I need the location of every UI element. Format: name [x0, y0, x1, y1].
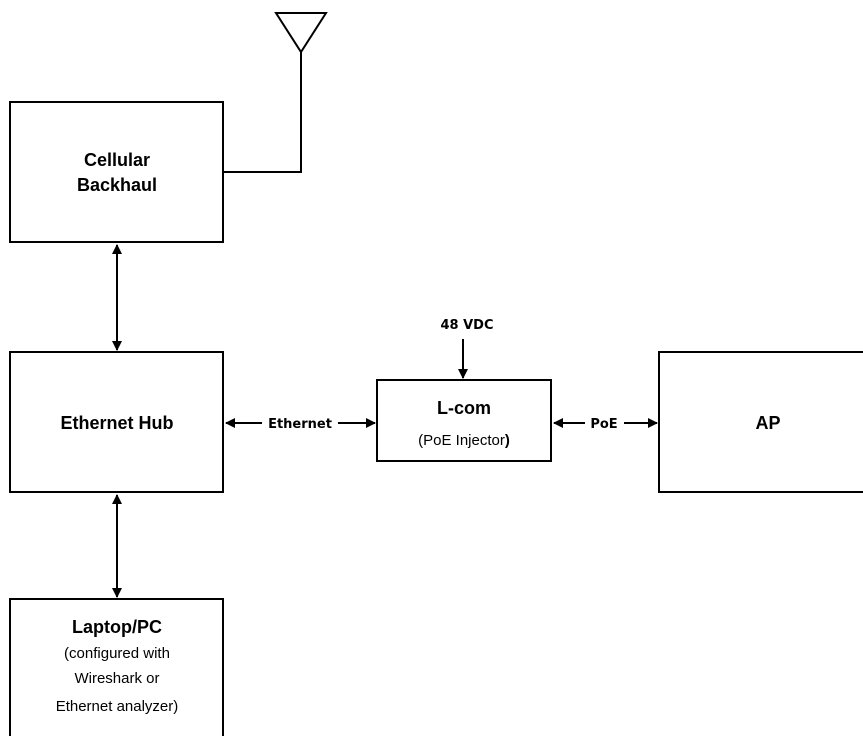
laptop-desc-line1: (configured with: [64, 645, 170, 662]
ethernet-hub-node: Ethernet Hub: [9, 351, 224, 493]
cellular-backhaul-label-line2: Backhaul: [77, 175, 157, 195]
ethernet-link-label: Ethernet: [268, 417, 332, 432]
laptop-node: Laptop/PC (configured with Wireshark or …: [9, 598, 224, 736]
laptop-box: [9, 598, 224, 736]
antenna-icon: [224, 12, 328, 173]
ethernet-hub-label: Ethernet Hub: [60, 413, 173, 433]
cellular-backhaul-box: [9, 101, 224, 243]
lcom-title: L-com: [437, 398, 491, 418]
lcom-subtitle-main: (PoE Injector: [418, 432, 505, 449]
laptop-desc-line2: Wireshark or: [74, 670, 159, 687]
link-hub-lcom: Ethernet: [225, 417, 376, 432]
lcom-injector-node: L-com (PoE Injector): [376, 379, 552, 462]
link-lcom-ap: PoE: [553, 417, 658, 432]
cellular-backhaul-label-line1: Cellular: [84, 150, 150, 170]
ap-node: AP: [658, 351, 863, 493]
power-input: 48 VDC: [440, 318, 494, 379]
cellular-backhaul-node: Cellular Backhaul: [9, 101, 224, 243]
laptop-title: Laptop/PC: [72, 617, 162, 637]
poe-link-label: PoE: [590, 417, 617, 432]
ap-label: AP: [755, 413, 780, 433]
ethernet-hub-box: [9, 351, 224, 493]
lcom-subtitle-close: ): [505, 432, 510, 449]
laptop-desc-line3: Ethernet analyzer): [56, 698, 179, 715]
ap-box: [658, 351, 863, 493]
lcom-injector-box: [376, 379, 552, 462]
power-label: 48 VDC: [440, 318, 493, 333]
lcom-subtitle: (PoE Injector): [418, 432, 510, 449]
